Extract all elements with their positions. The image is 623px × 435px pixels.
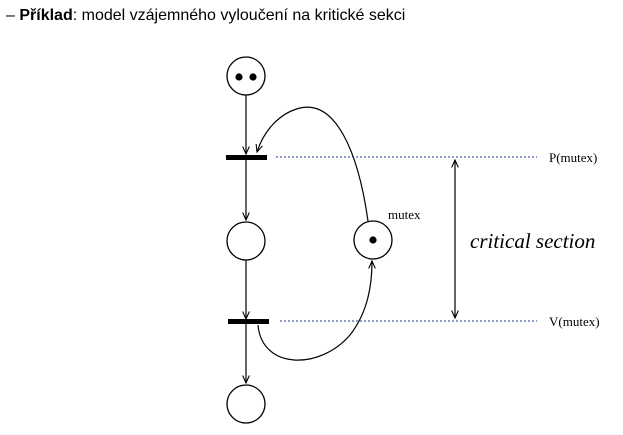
label-mutex: mutex [388,207,421,222]
place-critical [226,221,266,261]
heading-rest: : model vzájemného vyloučení na kritické… [72,7,406,24]
slide-heading: – Příklad: model vzájemného vyloučení na… [6,7,405,25]
token-start-2 [249,73,257,81]
arc-mutex-to-p [257,106,369,222]
heading-dash: – [6,7,15,24]
arc-v-to-mutex [257,261,372,361]
label-v-mutex: V(mutex) [549,314,600,329]
transition-p-mutex [226,155,267,160]
token-mutex [369,236,377,244]
place-start [226,56,266,96]
place-end [226,384,266,424]
heading-bold: Příklad [19,7,73,24]
token-start-1 [235,73,243,81]
transition-v-mutex [228,319,269,324]
place-mutex [353,220,393,260]
label-p-mutex: P(mutex) [549,150,597,165]
label-critical-section: critical section [470,229,595,253]
